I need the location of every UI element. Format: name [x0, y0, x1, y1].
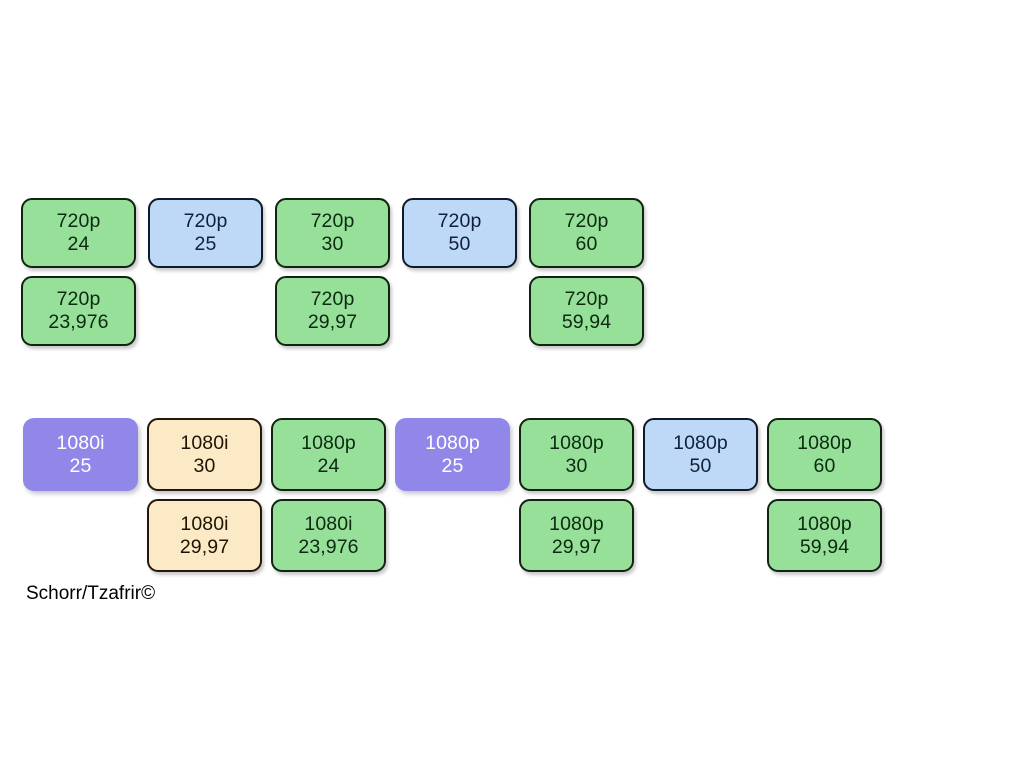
- format-label: 720p: [310, 288, 355, 311]
- frame-rate-label: 60: [575, 233, 598, 255]
- frame-rate-label: 24: [67, 233, 90, 255]
- format-label: 1080i: [304, 512, 353, 535]
- frame-rate-label: 29,97: [179, 535, 230, 558]
- format-label: 1080i: [180, 431, 229, 454]
- frame-rate-label: 29,97: [307, 311, 358, 333]
- frame-rate-label: 59,94: [799, 535, 850, 558]
- format-label: 1080p: [797, 512, 852, 535]
- frame-rate-label: 25: [441, 454, 464, 477]
- format-label: 720p: [56, 210, 101, 233]
- format-label: 1080i: [56, 431, 105, 454]
- format-label: 720p: [437, 210, 482, 233]
- format-label: 720p: [183, 210, 228, 233]
- frame-rate-label: 25: [194, 233, 217, 255]
- frame-rate-label: 59,94: [561, 311, 612, 333]
- format-label: 720p: [56, 288, 101, 311]
- frame-rate-label: 30: [193, 454, 216, 477]
- frame-rate-label: 50: [448, 233, 471, 255]
- format-label: 1080p: [549, 512, 604, 535]
- frame-rate-label: 29,97: [551, 535, 602, 558]
- format-label: 1080p: [797, 431, 852, 454]
- frame-rate-label: 24: [317, 454, 340, 477]
- format-label: 720p: [564, 288, 609, 311]
- format-label: 1080i: [180, 512, 229, 535]
- frame-rate-label: 30: [565, 454, 588, 477]
- format-label: 1080p: [425, 431, 480, 454]
- format-label: 1080p: [673, 431, 728, 454]
- format-label: 720p: [310, 210, 355, 233]
- frame-rate-label: 25: [69, 454, 92, 477]
- format-label: 1080p: [549, 431, 604, 454]
- frame-rate-label: 30: [321, 233, 344, 255]
- format-label: 720p: [564, 210, 609, 233]
- frame-rate-label: 23,976: [48, 311, 109, 333]
- frame-rate-label: 50: [689, 454, 712, 477]
- copyright-caption: Schorr/Tzafrir©: [26, 583, 156, 604]
- frame-rate-label: 60: [813, 454, 836, 477]
- frame-rate-label: 23,976: [298, 535, 359, 558]
- format-label: 1080p: [301, 431, 356, 454]
